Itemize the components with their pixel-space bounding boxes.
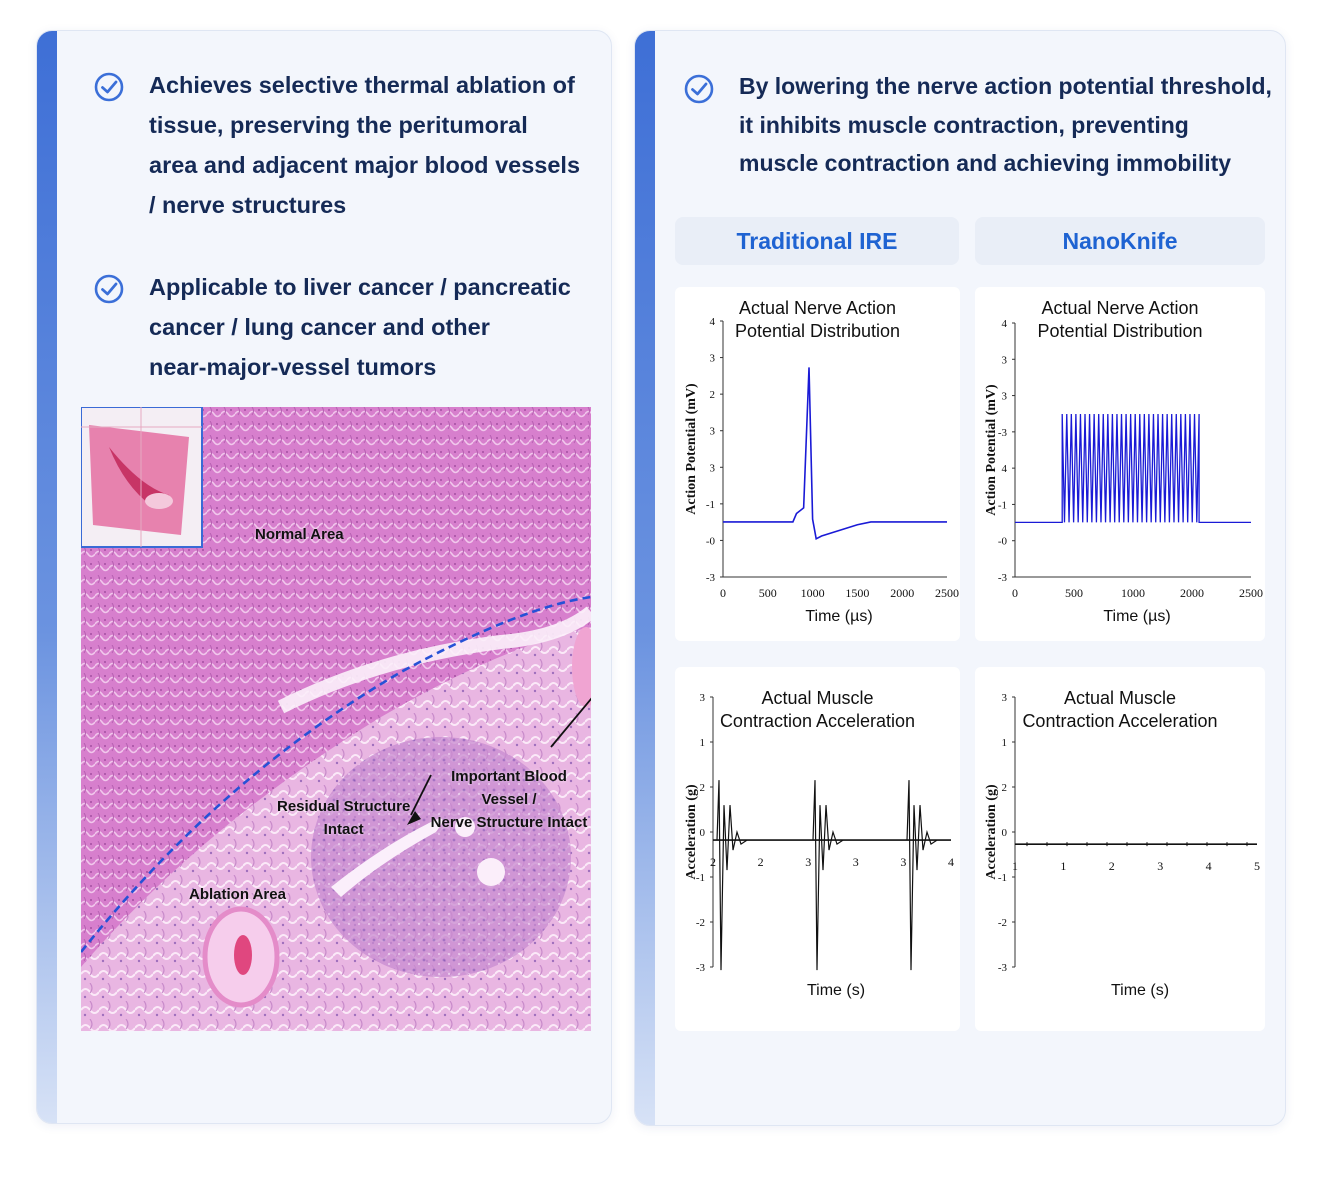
x-tick-label: 2 xyxy=(758,855,764,869)
y-tick-label: 3 xyxy=(1002,692,1008,704)
y-axis-label: Acceleration (g) xyxy=(984,784,999,880)
muscle-burst-0 xyxy=(716,780,748,971)
chart-title: Actual Nerve Action Potential Distributi… xyxy=(1037,298,1203,341)
tab-nanoknife: NanoKnife xyxy=(975,217,1265,265)
y-tick-label: 3 xyxy=(700,692,706,704)
y-tick-label: -1 xyxy=(998,872,1007,884)
y-tick-label: 3 xyxy=(710,353,716,365)
y-tick-label: -1 xyxy=(706,499,715,511)
muscle-burst-1 xyxy=(812,780,844,971)
bullet-text: Applicable to liver cancer / pancreatic … xyxy=(149,274,571,380)
y-tick-label: 0 xyxy=(700,827,706,839)
chart-title: Actual Muscle Contraction Acceleration xyxy=(719,688,916,731)
x-tick-label: 2000 xyxy=(1180,586,1204,600)
x-tick-label: 1000 xyxy=(801,586,825,600)
nanoknife-pulse-train-line xyxy=(1015,413,1251,524)
x-tick-label: 2500 xyxy=(1239,586,1263,600)
x-tick-label: 4 xyxy=(1206,859,1212,873)
x-tick-label: 3 xyxy=(900,855,906,869)
y-tick-label: 4 xyxy=(1002,463,1008,475)
y-tick-label: 0 xyxy=(1002,827,1008,839)
x-axis-label: Time (µs) xyxy=(1103,608,1170,625)
chart-title: Actual Nerve Action Potential Distributi… xyxy=(734,298,901,341)
chart-title: Actual Muscle Contraction Acceleration xyxy=(1022,688,1218,731)
label-vessel-intact: Important Blood Vessel / Nerve Structure… xyxy=(430,768,588,831)
y-axis-label: Acceleration (g) xyxy=(684,784,699,880)
bullet-thermal-ablation: Achieves selective thermal ablation of t… xyxy=(93,65,580,225)
chart-svg: 4 3 2 3 3 -1 -0 -3 0 500 1000 1500 2000 2500 Action Po… xyxy=(684,316,959,625)
x-tick-label: 2 xyxy=(710,855,716,869)
y-tick-label: -3 xyxy=(706,572,716,584)
histology-image: Normal Area Ablation Area Residual Struc… xyxy=(81,407,591,1031)
x-tick-label: 1500 xyxy=(845,586,869,600)
x-tick-label: 3 xyxy=(853,855,859,869)
y-tick-label: -3 xyxy=(998,962,1008,974)
right-card: By lowering the nerve action potential t… xyxy=(634,30,1286,1126)
y-tick-label: -2 xyxy=(998,917,1007,929)
x-tick-label: 2000 xyxy=(890,586,914,600)
y-tick-label: -1 xyxy=(998,499,1007,511)
x-tick-label: 3 xyxy=(805,855,811,869)
left-accent-bar xyxy=(37,31,57,1123)
chart-nanoknife-action-potential: 4 3 3 -3 4 -1 -0 -3 0 500 1000 2000 2500 Action Poten… xyxy=(975,287,1265,641)
x-tick-label: 500 xyxy=(1065,586,1083,600)
y-axis-label: Action Potential (mV) xyxy=(984,384,999,516)
x-axis-label: Time (µs) xyxy=(805,608,872,625)
left-card: Achieves selective thermal ablation of t… xyxy=(36,30,612,1124)
x-tick-label: 1 xyxy=(1060,859,1066,873)
y-tick-label: -2 xyxy=(696,917,705,929)
right-accent-bar xyxy=(635,31,655,1125)
x-axis-label: Time (s) xyxy=(1111,982,1169,999)
chart-svg: 4 3 3 -3 4 -1 -0 -3 0 500 1000 2000 2500 Action Poten… xyxy=(984,318,1263,625)
label-normal-area: Normal Area xyxy=(255,526,344,543)
y-tick-label: 2 xyxy=(710,389,716,401)
y-tick-label: 3 xyxy=(1002,391,1008,403)
chart-svg: 3 1 2 0 -1 -2 -3 1 1 2 3 4 5 Acceleration (g) Time (s) xyxy=(984,692,1260,999)
y-tick-label: 4 xyxy=(1002,318,1008,330)
y-tick-label: -0 xyxy=(998,536,1008,548)
x-tick-label: 500 xyxy=(759,586,777,600)
y-tick-label: 2 xyxy=(700,782,706,794)
x-tick-label: 4 xyxy=(948,855,954,869)
chart-ire-action-potential: 4 3 2 3 3 -1 -0 -3 0 500 1000 1500 2000 2500 Action Po… xyxy=(675,287,960,641)
y-tick-label: -1 xyxy=(696,872,705,884)
check-circle-icon xyxy=(684,74,714,104)
check-circle-icon xyxy=(94,274,124,304)
tab-traditional-ire: Traditional IRE xyxy=(675,217,959,265)
y-tick-label: 3 xyxy=(1002,354,1008,366)
x-tick-label: 2 xyxy=(1109,859,1115,873)
chart-svg: 3 1 2 0 -1 -2 -3 2 2 3 3 3 4 Acceleration (g) Time (s) xyxy=(684,692,954,999)
y-tick-label: -3 xyxy=(998,427,1008,439)
x-tick-label: 2500 xyxy=(935,586,959,600)
x-tick-label: 5 xyxy=(1254,859,1260,873)
bullet-indications: Applicable to liver cancer / pancreatic … xyxy=(93,267,571,387)
y-tick-label: -0 xyxy=(706,535,716,547)
y-tick-label: -3 xyxy=(998,572,1008,584)
x-axis-label: Time (s) xyxy=(807,982,865,999)
x-tick-label: 1000 xyxy=(1121,586,1145,600)
y-tick-label: 3 xyxy=(710,426,716,438)
bullet-text: Achieves selective thermal ablation of t… xyxy=(149,72,581,218)
x-tick-label: 0 xyxy=(1012,586,1018,600)
x-tick-label: 0 xyxy=(720,586,726,600)
check-circle-icon xyxy=(94,72,124,102)
y-tick-label: 4 xyxy=(710,316,716,328)
bullet-text: By lowering the nerve action potential t… xyxy=(739,73,1272,176)
bullet-nerve-threshold: By lowering the nerve action potential t… xyxy=(683,67,1272,183)
y-tick-label: 2 xyxy=(1002,782,1008,794)
y-axis-label: Action Potential (mV) xyxy=(684,383,699,515)
chart-ire-muscle-acceleration: 3 1 2 0 -1 -2 -3 2 2 3 3 3 4 Acceleration (g) Time (s)… xyxy=(675,667,960,1031)
y-tick-label: 1 xyxy=(1002,737,1008,749)
y-tick-label: 3 xyxy=(710,462,716,474)
muscle-burst-2 xyxy=(906,780,938,971)
x-tick-label: 3 xyxy=(1157,859,1163,873)
x-tick-label: 1 xyxy=(1012,859,1018,873)
ire-action-potential-line xyxy=(723,367,947,541)
y-tick-label: -3 xyxy=(696,962,706,974)
y-tick-label: 1 xyxy=(700,737,706,749)
chart-nanoknife-muscle-acceleration: 3 1 2 0 -1 -2 -3 1 1 2 3 4 5 Acceleration (g) Time (s)… xyxy=(975,667,1265,1031)
label-ablation-area: Ablation Area xyxy=(189,886,286,903)
label-residual-structure: Residual Structure Intact xyxy=(277,798,411,838)
